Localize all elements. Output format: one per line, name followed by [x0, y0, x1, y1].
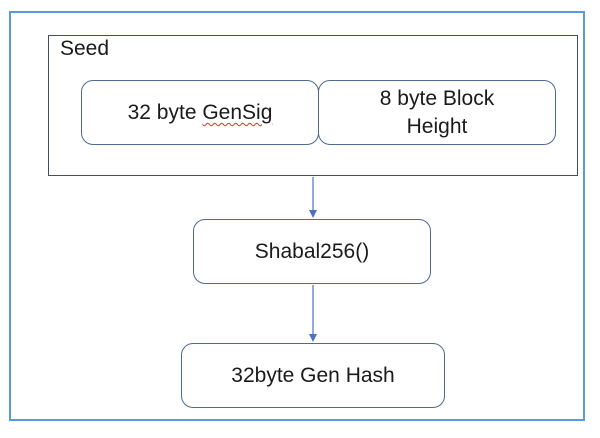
gen-hash-box: 32byte Gen Hash [181, 343, 445, 408]
block-height-text: 8 byte Block Height [379, 87, 495, 138]
gensig-word: GenSig [202, 100, 273, 124]
gensig-prefix: 32 byte [127, 100, 203, 124]
seed-label: Seed [60, 37, 110, 60]
gen-hash-text: 32byte Gen Hash [231, 363, 395, 387]
shabal-text: Shabal256() [254, 239, 370, 263]
gensig-box: 32 byte GenSig [81, 80, 319, 145]
block-height-box: 8 byte Block Height [318, 80, 556, 145]
gensig-text: 32 byte GenSig [128, 99, 273, 126]
diagram-frame [9, 11, 585, 421]
shabal-box: Shabal256() [193, 219, 431, 284]
seed-container [48, 35, 578, 176]
